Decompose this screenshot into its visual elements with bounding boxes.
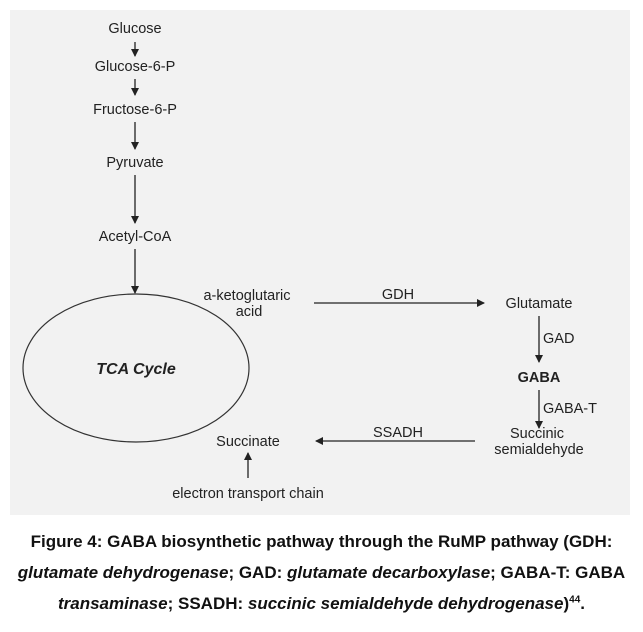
node-gaba: GABA — [518, 370, 561, 386]
ssa-line-1: Succinic — [510, 426, 564, 442]
node-pyruvate: Pyruvate — [106, 155, 163, 171]
tca-cycle-circle — [22, 293, 250, 443]
caption-ssadh-name: succinic semialdehyde dehydrogenase — [247, 594, 564, 613]
figure-caption: Figure 4: GABA biosynthetic pathway thro… — [6, 526, 637, 619]
caption-part-1: Figure 4: GABA biosynthetic pathway thro… — [30, 532, 613, 551]
node-glutamate: Glutamate — [506, 296, 573, 312]
node-electron-transport-chain: electron transport chain — [172, 486, 324, 502]
caption-end: . — [580, 594, 585, 613]
enzyme-ssadh: SSADH — [373, 425, 423, 441]
caption-part-3: ; GAD: — [228, 563, 287, 582]
caption-part-5: ; GABA-T: GABA — [490, 563, 626, 582]
enzyme-gdh: GDH — [382, 287, 414, 303]
caption-gabat-name: transaminase — [57, 594, 168, 613]
node-fructose-6-p: Fructose-6-P — [93, 102, 177, 118]
akg-line-1: a-ketoglutaric — [203, 288, 290, 304]
enzyme-gaba-t: GABA-T — [543, 401, 597, 417]
node-a-ketoglutaric-acid: a-ketoglutaric acid — [203, 288, 294, 320]
ssa-line-2: semialdehyde — [494, 442, 583, 458]
enzyme-gad: GAD — [543, 331, 574, 347]
caption-part-7: ; SSADH: — [167, 594, 248, 613]
akg-line-2: acid — [236, 304, 263, 320]
caption-part-9: ) — [563, 594, 570, 613]
diagram-panel — [10, 10, 630, 515]
node-succinate: Succinate — [216, 434, 280, 450]
node-glucose-6-p: Glucose-6-P — [95, 59, 176, 75]
node-acetyl-coa: Acetyl-CoA — [99, 229, 172, 245]
caption-gdh-name: glutamate dehydrogenase — [17, 563, 229, 582]
node-glucose: Glucose — [108, 21, 161, 37]
node-tca-cycle: TCA Cycle — [96, 361, 176, 378]
caption-gad-name: glutamate decarboxylase — [287, 563, 491, 582]
node-succinic-semialdehyde: Succinic semialdehyde — [494, 426, 583, 458]
caption-reference: 44 — [569, 594, 581, 606]
